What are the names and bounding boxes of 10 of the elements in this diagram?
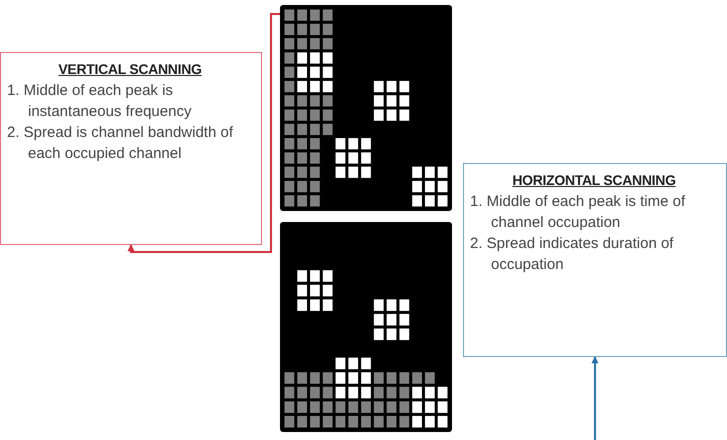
list-item: 2. Spread is channel bandwidth of each occupied channel [7,123,234,164]
text-box [0,52,262,245]
list-item: 1. Middle of each peak is time of channel occupation [470,192,686,233]
text-box [463,163,727,357]
arrow [592,356,598,440]
arrow [128,13,280,253]
box-heading: HORIZONTAL SCANNING [511,172,677,188]
box-heading: VERTICAL SCANNING [57,61,203,77]
list-item: 2. Spread indicates duration of occupation [470,234,674,275]
list-item: 1. Middle of each peak is instantaneous frequency [7,81,192,122]
